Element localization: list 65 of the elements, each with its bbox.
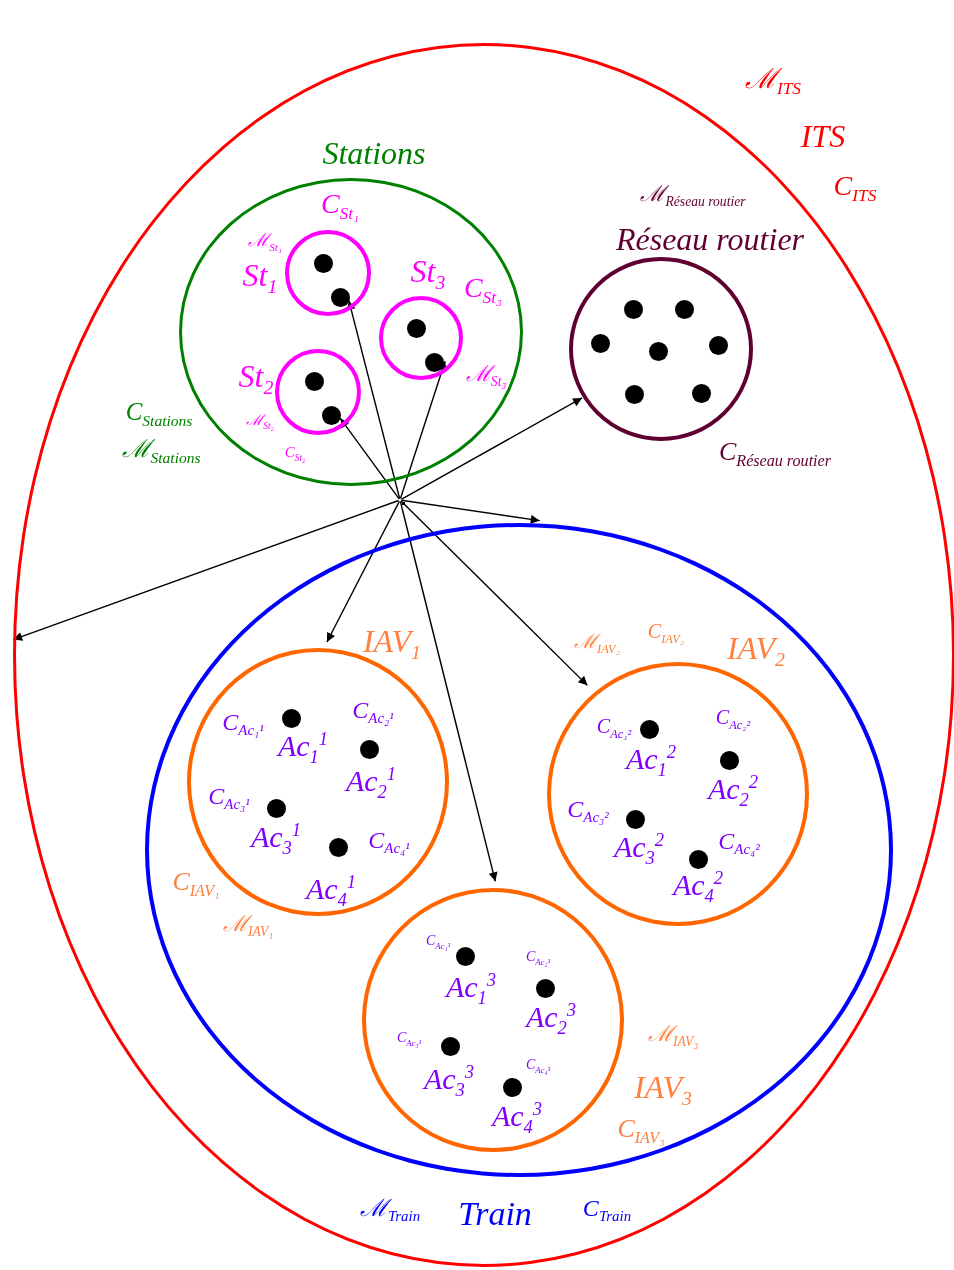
set-annotation: C$_{Ac₁¹}$ (222, 709, 264, 739)
set-name: ITS (800, 120, 846, 152)
set-name: St$_{1}$ (242, 258, 278, 298)
member-dot (624, 384, 644, 404)
set-name: Stations (322, 137, 426, 169)
junction-point (401, 501, 405, 505)
set-annotation: ℳ$_{St₂}$ (246, 412, 274, 432)
member-dot (590, 333, 610, 353)
set-annotation: ℳ$_{IAV₃}$ (647, 1023, 699, 1049)
member-dot (691, 383, 711, 403)
arrow (399, 500, 498, 883)
arrow (339, 417, 400, 500)
set-annotation: C$_{Ac₃¹}$ (208, 783, 250, 813)
set-annotation: ℳ$_{IAV₂}$ (574, 630, 620, 656)
arrow (400, 500, 589, 687)
set-name: IAV$_{3}$ (633, 1070, 693, 1110)
set-annotation: ℳ$_{St₃}$ (465, 363, 507, 389)
set-annotation: C$_{Stations}$ (125, 399, 193, 429)
set-annotation: C$_{IAV₁}$ (172, 868, 220, 900)
member-dot (674, 299, 694, 319)
member-dot (406, 318, 426, 338)
arrow (346, 299, 401, 500)
set-annotation: C$_{Ac₁³}$ (425, 933, 451, 951)
set-annotation: C$_{Ac₁²}$ (596, 715, 632, 741)
set-annotation: C$_{Ac₄²}$ (718, 828, 760, 858)
member-dot (708, 335, 728, 355)
arrow (326, 500, 400, 643)
set-annotation: ℳ$_{Stations}$ (121, 436, 201, 466)
set-annotation: C$_{Ac₄³}$ (525, 1057, 551, 1075)
set-name: IAV$_{1}$ (362, 624, 422, 664)
member-dot (313, 253, 333, 273)
set-annotation: C$_{Ac₃³}$ (396, 1030, 422, 1048)
set-annotation: C$_{St₃}$ (463, 273, 503, 307)
set-annotation: C$_{Train}$ (582, 1195, 632, 1225)
set-ellipse (13, 43, 954, 1267)
set-annotation: C$_{Ac₄¹}$ (368, 827, 410, 857)
set-annotation: C$_{ITS}$ (833, 171, 877, 205)
set-annotation: ℳ$_{Réseau routier}$ (640, 183, 746, 209)
set-annotation: C$_{St₁}$ (320, 189, 360, 223)
set-annotation: C$_{IAV₂}$ (647, 620, 685, 646)
set-annotation: C$_{Ac₂¹}$ (352, 697, 394, 727)
set-name: Train (458, 1197, 532, 1231)
set-annotation: C$_{Ac₃²}$ (567, 796, 609, 826)
member-dot (424, 352, 444, 372)
set-annotation: C$_{Ac₂²}$ (715, 706, 751, 732)
member-dot (330, 287, 350, 307)
arrow (399, 360, 447, 500)
member-dot (648, 341, 668, 361)
member-dot (623, 299, 643, 319)
arrow (400, 397, 583, 500)
set-name: St$_{3}$ (410, 254, 446, 294)
set-name: Réseau routier (615, 223, 805, 255)
arrow (400, 499, 541, 524)
set-annotation: C$_{Ac₂³}$ (525, 949, 551, 967)
set-annotation: ℳ$_{IAV₁}$ (222, 913, 274, 939)
set-annotation: C$_{Réseau routier}$ (719, 438, 831, 470)
set-annotation: ℳ$_{Train}$ (359, 1195, 421, 1225)
set-annotation: ℳ$_{St₁}$ (248, 231, 282, 253)
set-name: St$_{2}$ (238, 359, 274, 399)
member-dot (321, 405, 341, 425)
set-annotation: ℳ$_{ITS}$ (744, 64, 802, 98)
set-annotation: C$_{IAV₃}$ (617, 1115, 665, 1147)
set-annotation: C$_{St₂}$ (284, 444, 306, 464)
member-dot (304, 371, 324, 391)
set-name: IAV$_{2}$ (726, 631, 786, 671)
